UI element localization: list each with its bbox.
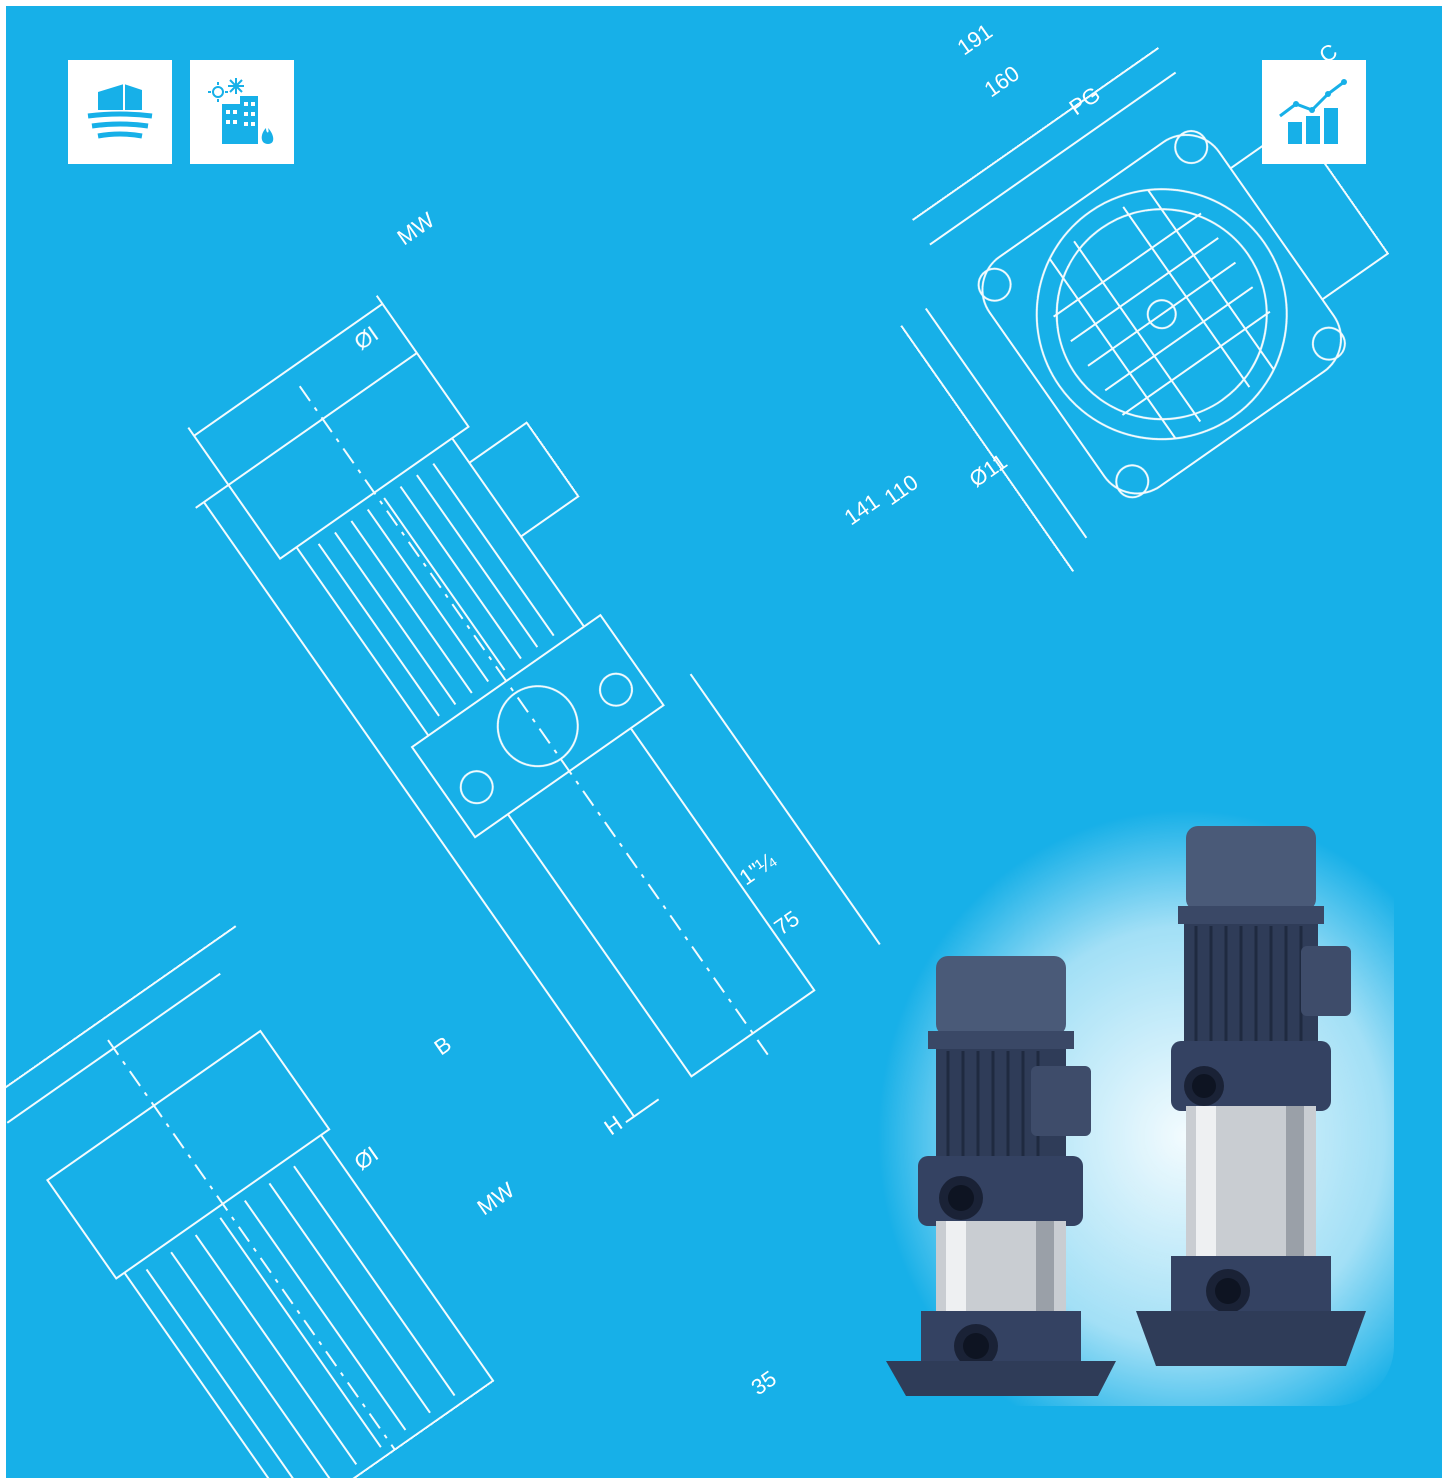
water-supply-tile — [68, 60, 172, 164]
performance-tile — [1262, 60, 1366, 164]
dim-h-label: H — [600, 1111, 627, 1141]
pump-product-photo — [886, 826, 1366, 1396]
pump-head-outline — [410, 613, 665, 839]
dim-b-label: B — [430, 1031, 456, 1060]
blueprint-background: 191 160 PG C MW ØI Ø11 110 141 1"¼ 75 B … — [6, 6, 1442, 1478]
dim-141-label: 141 — [840, 489, 884, 531]
dim-oi-top-label: ØI — [350, 321, 383, 355]
pump-stack-outline — [506, 726, 816, 1078]
performance-chart-icon — [1279, 79, 1347, 144]
hvac-building-tile — [190, 60, 294, 164]
dim-110-label: 110 — [880, 469, 923, 510]
dim-pg-label: PG — [1065, 81, 1105, 120]
dim-mw-top-label: MW — [393, 207, 440, 250]
dim-191-label: 191 — [953, 19, 997, 61]
dim-oi-bottom-label: ØI — [350, 1141, 383, 1175]
water-supply-icon — [87, 84, 153, 139]
dim-1-1-4-label: 1"¼ — [735, 847, 781, 890]
dim-mw-bottom-label: MW — [473, 1177, 520, 1220]
short-pump — [886, 956, 1116, 1396]
dim-d11-label: Ø11 — [965, 449, 1012, 492]
dim-160-label: 160 — [980, 61, 1024, 103]
dim-35-label: 35 — [747, 1366, 781, 1401]
hvac-building-icon — [208, 78, 274, 144]
terminal-box-outline — [467, 421, 580, 538]
tall-pump — [1136, 826, 1366, 1366]
